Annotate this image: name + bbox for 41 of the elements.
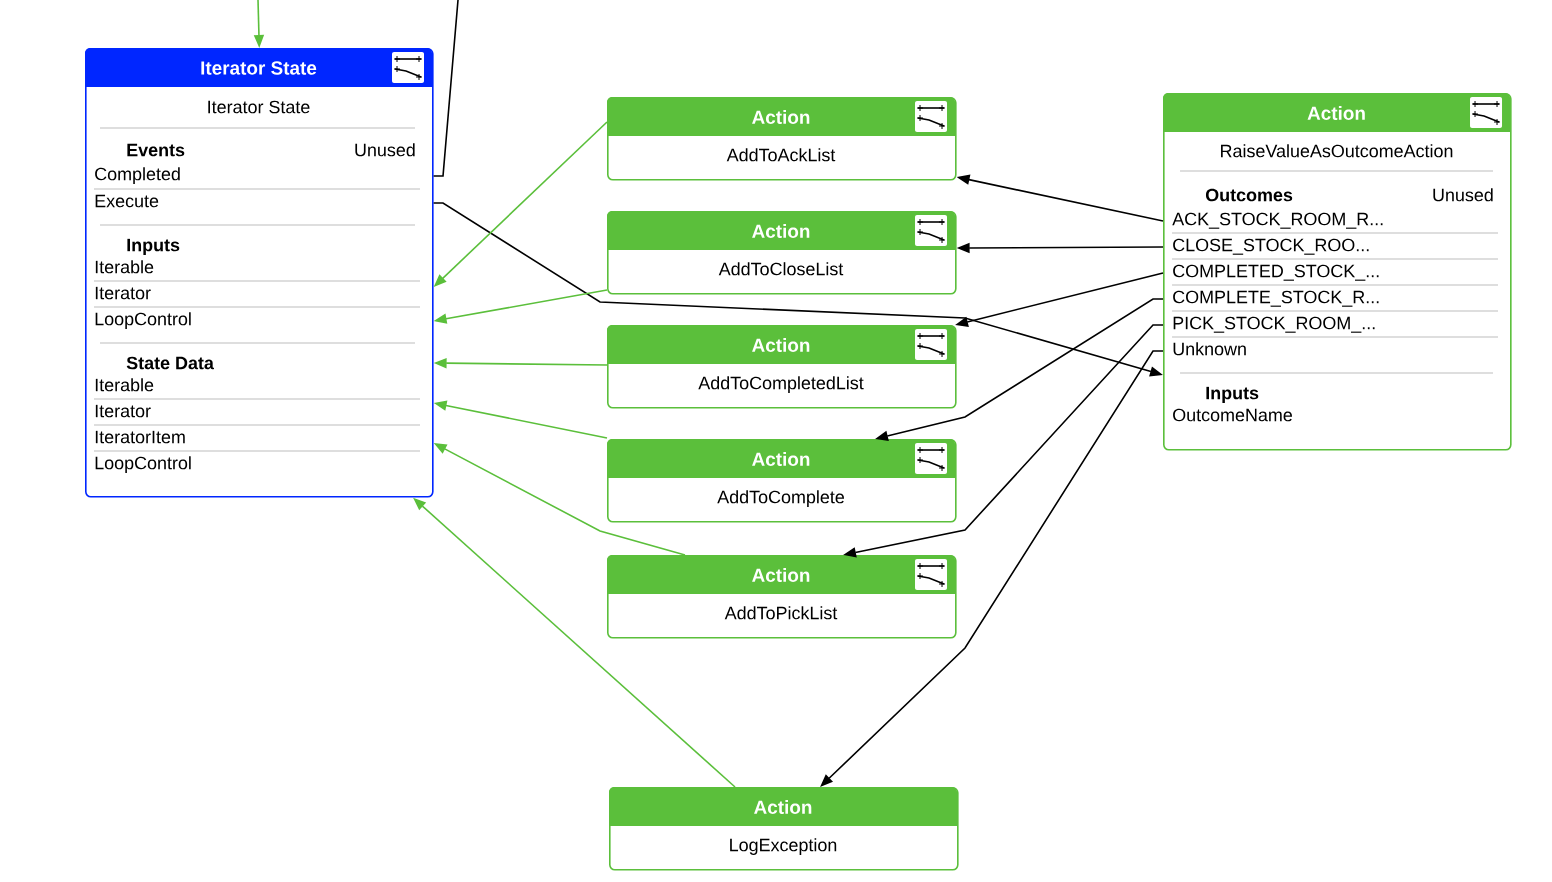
column-heading: Unused <box>355 143 415 157</box>
header-bar: Action <box>607 325 955 364</box>
section-heading: State Data <box>126 356 214 370</box>
connector-line <box>432 0 459 177</box>
arrow <box>820 350 1164 787</box>
action-name: AddToCompletedList <box>698 376 864 393</box>
header-bar: Action <box>607 97 955 136</box>
event-name: Completed <box>95 167 180 184</box>
action-name: AddToPickList <box>724 606 838 620</box>
action-name: AddToCloseList <box>718 262 844 276</box>
header-bar: Action <box>609 787 957 826</box>
state-data-name: Iterable <box>95 378 154 392</box>
input-name: OutcomeName <box>1173 408 1292 422</box>
section-heading: Outcomes <box>1205 188 1293 202</box>
outcome-name: PICK_STOCK_ROOM_... <box>1173 316 1375 333</box>
header-bar: Action <box>607 439 955 478</box>
header-bar: Action <box>607 211 955 250</box>
action-name: AddToAckList <box>726 148 836 162</box>
action-name: RaiseValueAsOutcomeAction <box>1221 144 1453 158</box>
outcome-name: COMPLETE_STOCK_R... <box>1173 290 1379 307</box>
input-name: LoopControl <box>95 312 191 329</box>
outcome-name: COMPLETED_STOCK_... <box>1173 264 1379 281</box>
section-heading: Inputs <box>1206 386 1259 403</box>
action-name: LogException <box>730 838 837 855</box>
section-heading: Inputs <box>127 238 180 255</box>
header-bar: Action <box>1163 93 1510 132</box>
event-name: Execute <box>95 194 159 208</box>
state-data-name: IteratorItem <box>95 430 185 444</box>
column-heading: Unused <box>1433 188 1493 202</box>
input-name: Iterator <box>95 286 151 300</box>
state-data-name: Iterator <box>95 404 151 418</box>
state-data-name: LoopControl <box>95 456 191 473</box>
state-name: Iterator State <box>208 100 310 114</box>
outcome-name: ACK_STOCK_ROOM_R... <box>1172 212 1383 229</box>
input-name: Iterable <box>95 260 154 274</box>
header-bar: Action <box>607 555 955 594</box>
outcome-name: CLOSE_STOCK_ROO... <box>1173 238 1369 255</box>
section-heading: Events <box>127 143 185 157</box>
header-bar: Iterator State <box>85 48 432 87</box>
action-name: AddToComplete <box>717 490 844 507</box>
outcome-name: Unknown <box>1173 342 1246 356</box>
